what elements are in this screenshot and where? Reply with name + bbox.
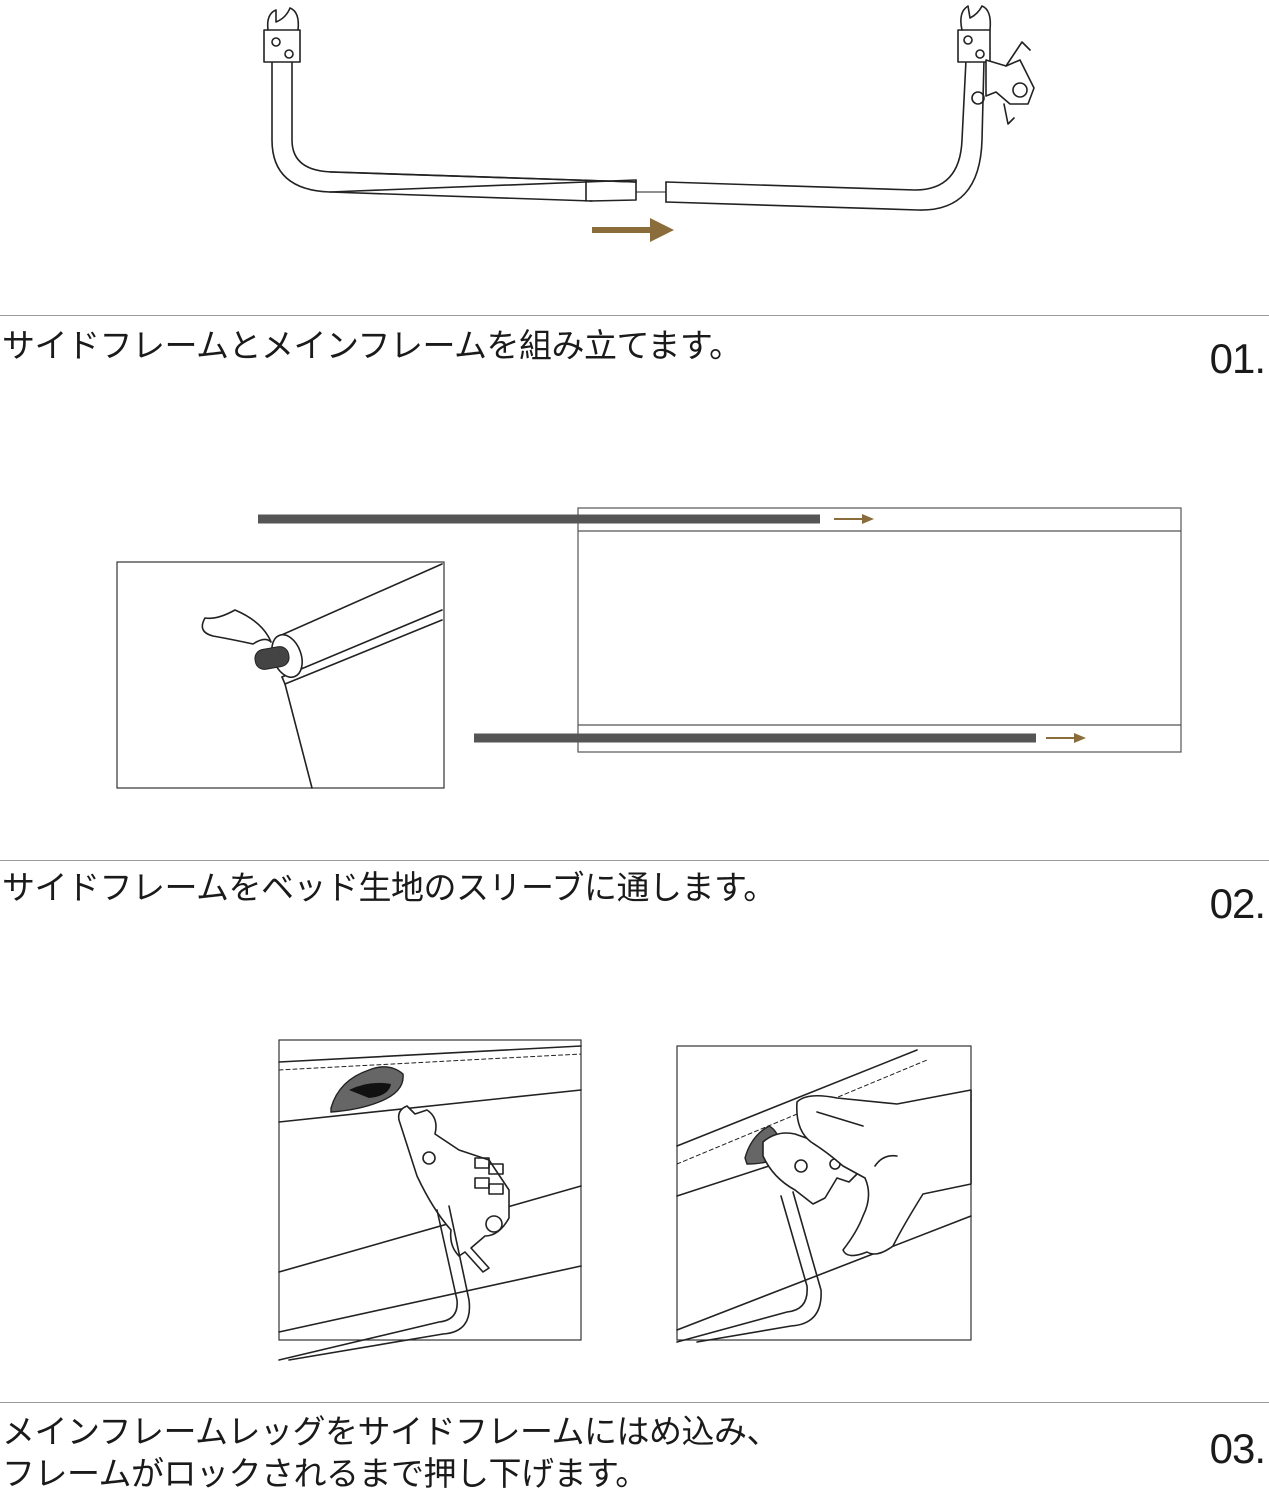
sleeve-detail-inset	[116, 561, 445, 789]
step-01-caption: サイドフレームとメインフレームを組み立てます。	[2, 326, 742, 365]
step-03-number: 03.	[1209, 1425, 1266, 1472]
frame-assembly-drawing	[263, 5, 1035, 242]
step-01-number: 01.	[1209, 335, 1266, 382]
step-03-caption-line2: フレームがロックされるまで押し下げます。	[2, 1454, 648, 1493]
sleeve-drawing	[258, 507, 1182, 753]
step-03-caption-line1: メインフレームレッグをサイドフレームにはめ込み、	[2, 1412, 780, 1451]
leg-insert-inset-right	[676, 1045, 972, 1343]
step-02-caption: サイドフレームをベッド生地のスリーブに通します。	[2, 868, 776, 907]
divider	[0, 315, 1269, 316]
divider	[0, 860, 1269, 861]
leg-insert-inset-left	[278, 1039, 582, 1361]
step-02-number: 02.	[1209, 880, 1266, 927]
divider	[0, 1402, 1269, 1403]
